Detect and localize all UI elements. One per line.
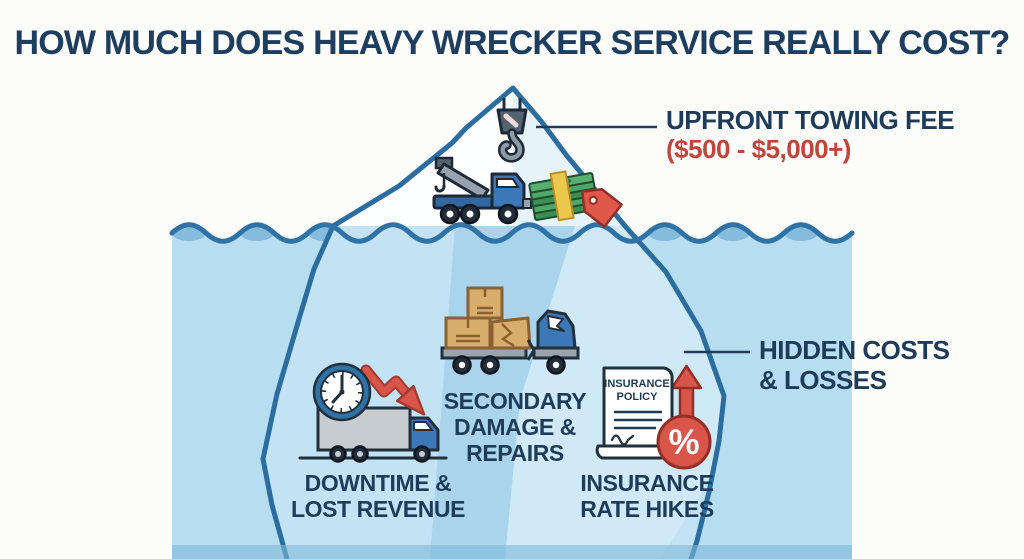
- secondary-line1: SECONDARY: [443, 388, 587, 414]
- upfront-towing-fee-label: UPFRONT TOWING FEE ($500 - $5,000+): [666, 105, 955, 164]
- page-title: HOW MUCH DOES HEAVY WRECKER SERVICE REAL…: [14, 24, 1011, 62]
- upfront-fee-title: UPFRONT TOWING FEE: [666, 105, 955, 135]
- tow-truck-icon: [432, 156, 532, 225]
- downtime-lost-revenue-label: DOWNTIME & LOST REVENUE: [283, 470, 473, 522]
- percent-sign: %: [668, 423, 699, 462]
- insurance-policy-percent-icon: INSURANCE POLICY %: [595, 364, 712, 470]
- hidden-costs-line1: HIDDEN COSTS: [759, 335, 950, 365]
- cash-stack-price-tag-icon: [528, 170, 623, 228]
- upfront-fee-price: ($500 - $5,000+): [666, 134, 851, 164]
- secondary-damage-repairs-label: SECONDARY DAMAGE & REPAIRS: [425, 388, 605, 466]
- waterline: [169, 222, 855, 244]
- secondary-line3: REPAIRS: [466, 440, 564, 466]
- damaged-cargo-truck-icon: [440, 286, 580, 375]
- secondary-line2: DAMAGE &: [453, 414, 577, 440]
- downtime-line2: LOST REVENUE: [290, 496, 466, 522]
- hidden-costs-label: HIDDEN COSTS & LOSSES: [759, 335, 950, 395]
- policy-doc-title-line1: INSURANCE: [604, 378, 669, 390]
- insurance-line1: INSURANCE: [580, 470, 714, 496]
- clock-downtime-truck-icon: [298, 362, 448, 463]
- insurance-line2: RATE HIKES: [580, 496, 714, 522]
- crane-hook-icon: [496, 98, 528, 163]
- hidden-costs-line2: & LOSSES: [759, 365, 887, 395]
- downtime-line1: DOWNTIME &: [304, 470, 452, 496]
- policy-doc-title-line2: POLICY: [617, 391, 659, 403]
- deep-water-band: [172, 545, 852, 559]
- insurance-rate-hikes-label: INSURANCE RATE HIKES: [557, 470, 737, 522]
